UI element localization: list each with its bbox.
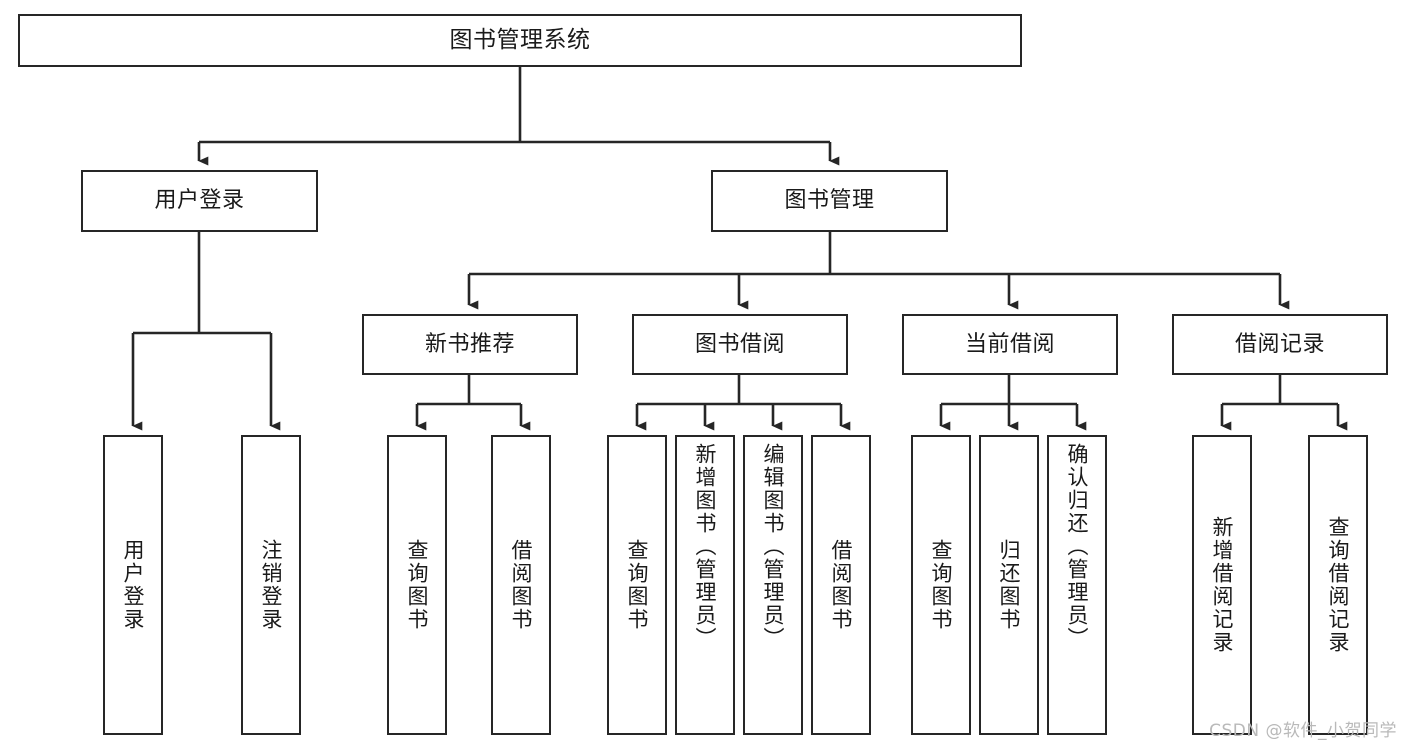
node-leaf-add-book-admin-label: 新增图书（管理员） xyxy=(693,443,718,650)
node-current-borrow[interactable]: 当前借阅 xyxy=(902,314,1118,375)
node-user-login[interactable]: 用户登录 xyxy=(81,170,318,232)
node-leaf-query-book-borrow[interactable]: 查询图书 xyxy=(607,435,667,735)
node-leaf-confirm-return-admin[interactable]: 确认归还（管理员） xyxy=(1047,435,1107,735)
node-book-management[interactable]: 图书管理 xyxy=(711,170,948,232)
node-leaf-query-borrow-record-label: 查询借阅记录 xyxy=(1326,516,1351,654)
node-leaf-add-borrow-record-label: 新增借阅记录 xyxy=(1210,516,1235,654)
node-borrow-record-label: 借阅记录 xyxy=(1234,331,1325,357)
node-leaf-user-login-label: 用户登录 xyxy=(121,539,146,631)
node-new-book-recommend[interactable]: 新书推荐 xyxy=(362,314,578,375)
node-leaf-return-book[interactable]: 归还图书 xyxy=(979,435,1039,735)
node-leaf-query-book-borrow-label: 查询图书 xyxy=(625,539,650,631)
node-leaf-query-book-current[interactable]: 查询图书 xyxy=(911,435,971,735)
node-leaf-add-book-admin[interactable]: 新增图书（管理员） xyxy=(675,435,735,735)
node-leaf-add-borrow-record[interactable]: 新增借阅记录 xyxy=(1192,435,1252,735)
node-leaf-edit-book-admin[interactable]: 编辑图书（管理员） xyxy=(743,435,803,735)
node-leaf-query-book-current-label: 查询图书 xyxy=(929,539,954,631)
node-book-borrow-label: 图书借阅 xyxy=(694,331,785,357)
node-book-borrow[interactable]: 图书借阅 xyxy=(632,314,848,375)
node-leaf-borrow-book-recommend[interactable]: 借阅图书 xyxy=(491,435,551,735)
node-leaf-confirm-return-admin-label: 确认归还（管理员） xyxy=(1065,443,1090,650)
node-leaf-user-login[interactable]: 用户登录 xyxy=(103,435,163,735)
node-leaf-borrow-book[interactable]: 借阅图书 xyxy=(811,435,871,735)
node-leaf-logout[interactable]: 注销登录 xyxy=(241,435,301,735)
node-leaf-borrow-book-label: 借阅图书 xyxy=(829,539,854,631)
node-book-management-label: 图书管理 xyxy=(784,188,875,214)
node-leaf-borrow-book-recommend-label: 借阅图书 xyxy=(509,539,534,631)
node-new-book-recommend-label: 新书推荐 xyxy=(424,331,515,357)
node-root-system-label: 图书管理系统 xyxy=(449,27,591,54)
node-borrow-record[interactable]: 借阅记录 xyxy=(1172,314,1388,375)
node-root-system[interactable]: 图书管理系统 xyxy=(18,14,1022,67)
node-leaf-query-book-recommend-label: 查询图书 xyxy=(405,539,430,631)
node-leaf-logout-label: 注销登录 xyxy=(259,539,284,631)
node-leaf-query-borrow-record[interactable]: 查询借阅记录 xyxy=(1308,435,1368,735)
node-leaf-query-book-recommend[interactable]: 查询图书 xyxy=(387,435,447,735)
node-user-login-label: 用户登录 xyxy=(154,188,245,214)
node-leaf-return-book-label: 归还图书 xyxy=(997,539,1022,631)
node-current-borrow-label: 当前借阅 xyxy=(964,331,1055,357)
node-leaf-edit-book-admin-label: 编辑图书（管理员） xyxy=(761,443,786,650)
